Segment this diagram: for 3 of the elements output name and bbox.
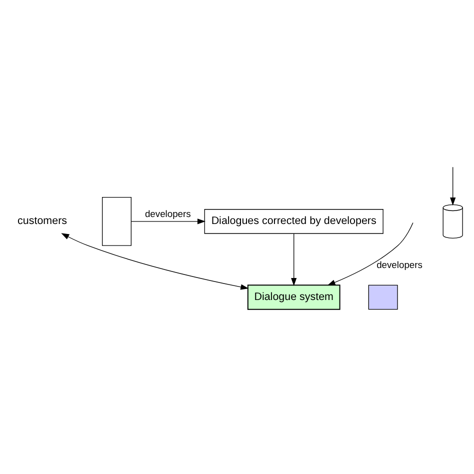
edge-label: developers xyxy=(376,258,422,270)
node-text: customers xyxy=(18,214,68,227)
edge-label: developers xyxy=(144,208,191,219)
